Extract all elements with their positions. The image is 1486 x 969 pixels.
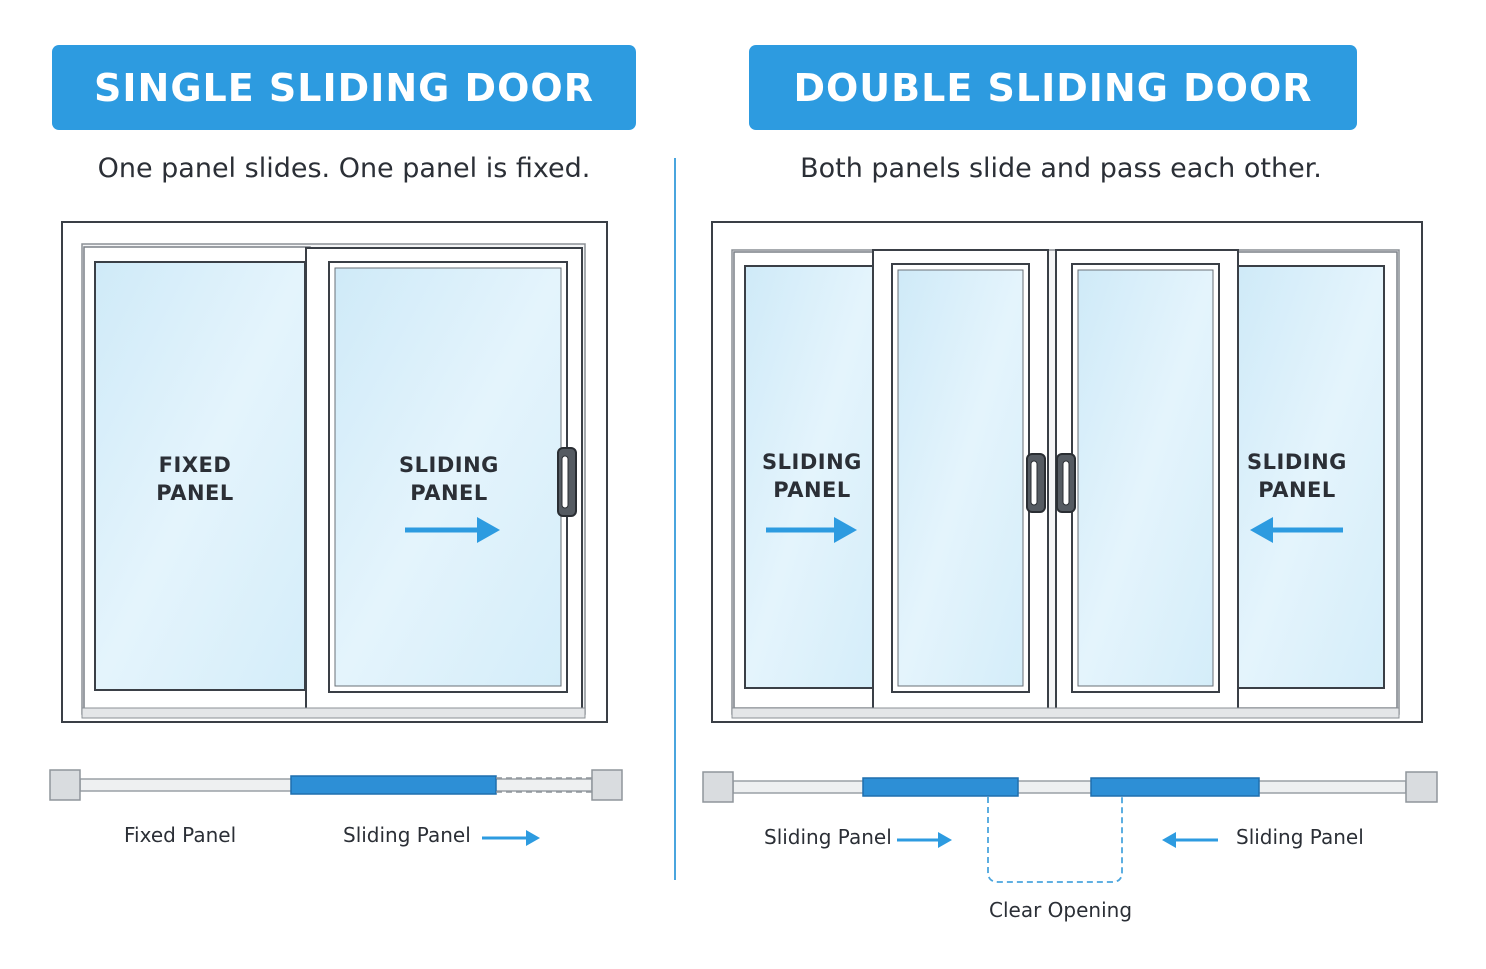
- single-door-title-banner: SINGLE SLIDING DOOR: [52, 45, 636, 130]
- double-door-plan-view: [702, 771, 1438, 883]
- double-door-title: DOUBLE SLIDING DOOR: [793, 65, 1313, 110]
- clear-opening-bracket: [987, 797, 1123, 883]
- jamb-right: [1405, 771, 1438, 803]
- double-door-subtitle: Both panels slide and pass each other.: [800, 152, 1322, 184]
- caption-single-sliding-panel: Sliding Panel: [343, 823, 471, 847]
- caption-double-left-sliding-panel: Sliding Panel: [764, 825, 892, 849]
- jamb-left: [702, 771, 734, 803]
- plan-right-sliding-panel: [1090, 777, 1260, 797]
- caption-clear-opening: Clear Opening: [989, 898, 1133, 922]
- single-door-subtitle: One panel slides. One panel is fixed.: [97, 152, 591, 184]
- double-door-elevation: [711, 221, 1423, 723]
- double-right-sliding-panel: [1055, 249, 1239, 715]
- double-left-sliding-panel: [872, 249, 1049, 715]
- double-door-title-banner: DOUBLE SLIDING DOOR: [749, 45, 1357, 130]
- single-door-title: SINGLE SLIDING DOOR: [94, 65, 594, 110]
- jamb-left: [49, 769, 81, 801]
- single-door-elevation: [61, 221, 608, 723]
- plan-sliding-panel: [290, 775, 497, 795]
- plan-left-sliding-panel: [862, 777, 1019, 797]
- single-sliding-panel-label: SLIDING PANEL: [399, 453, 499, 505]
- caption-double-right-sliding-panel: Sliding Panel: [1236, 825, 1364, 849]
- double-right-sliding-panel-label: SLIDING PANEL: [1247, 450, 1347, 502]
- caption-fixed-panel: Fixed Panel: [124, 823, 237, 847]
- fixed-panel-label: FIXED PANEL: [156, 453, 234, 505]
- single-door-plan-view: [49, 769, 623, 846]
- jamb-right: [591, 769, 623, 801]
- single-fixed-panel: [83, 246, 311, 711]
- single-sliding-panel: [305, 247, 583, 715]
- section-divider: [674, 158, 676, 880]
- double-left-sliding-panel-label: SLIDING PANEL: [762, 450, 862, 502]
